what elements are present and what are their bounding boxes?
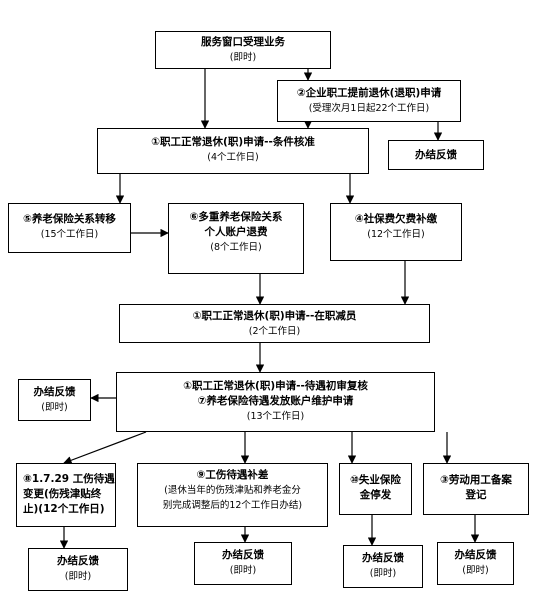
injury-change-box: ⑧1.7.29 工伤待遇 变更(伤残津贴终 止)(12个工作日) — [16, 463, 116, 527]
injury-change-line-1: ⑧1.7.29 工伤待遇 — [23, 473, 115, 485]
pension-transfer-title: ⑤养老保险关系转移 — [23, 213, 116, 225]
arrears-title: ④社保费欠费补缴 — [354, 213, 438, 225]
early-retire-box: ②企业职工提前退休(退职)申请 (受理次月1日起22个工作日) — [277, 80, 461, 122]
feedback-left-time: (即时) — [41, 402, 68, 413]
feedback-bottom-4-title: 办结反馈 — [454, 549, 497, 561]
service-window-title: 服务窗口受理业务 — [201, 36, 285, 48]
injury-diff-box: ⑨工伤待遇补差 (退休当年的伤残津贴和养老金分 别完成调整后的12个工作日办结) — [137, 463, 328, 527]
feedback-bottom-2-time: (即时) — [229, 565, 257, 576]
labor-record-line-1: ③劳动用工备案 — [440, 474, 512, 486]
unemployment-line-2: 金停发 — [359, 489, 392, 501]
multi-refund-title-1: ⑥多重养老保险关系 — [189, 211, 283, 223]
review-title-2: ⑦养老保险待遇发放账户维护申请 — [197, 395, 354, 407]
feedback-bottom-1-time: (即时) — [64, 571, 92, 582]
feedback-bottom-2-title: 办结反馈 — [222, 549, 264, 561]
injury-diff-line-1: (退休当年的伤残津贴和养老金分 — [164, 485, 301, 496]
feedback-bottom-3-title: 办结反馈 — [362, 552, 404, 564]
labor-record-box: ③劳动用工备案 登记 — [423, 463, 529, 515]
feedback-left-title: 办结反馈 — [33, 386, 76, 398]
early-retire-time: (受理次月1日起22个工作日) — [308, 103, 430, 114]
unemployment-line-1: ⑩失业保险 — [350, 474, 401, 486]
feedback-bottom-1-title: 办结反馈 — [57, 555, 99, 567]
arrears-box: ④社保费欠费补缴 (12个工作日) — [330, 203, 462, 261]
feedback-bottom-4-time: (即时) — [462, 565, 489, 576]
arrow-review-to-injury-change — [63, 431, 147, 465]
feedback-bottom-2-box: 办结反馈 (即时) — [194, 542, 292, 585]
multi-refund-time: (8个工作日) — [210, 242, 262, 253]
reduce-staff-title: ①职工正常退休(职)申请--在职减员 — [192, 310, 357, 322]
labor-record-line-2: 登记 — [465, 489, 487, 501]
service-window-time: (即时) — [229, 52, 257, 63]
feedback-top-title: 办结反馈 — [415, 149, 457, 161]
feedback-top-box: 办结反馈 — [388, 140, 484, 170]
feedback-bottom-3-box: 办结反馈 (即时) — [343, 545, 423, 588]
injury-diff-line-2: 别完成调整后的12个工作日办结) — [162, 500, 303, 511]
review-title-1: ①职工正常退休(职)申请--待遇初审复核 — [183, 380, 368, 392]
review-box: ①职工正常退休(职)申请--待遇初审复核 ⑦养老保险待遇发放账户维护申请 (13… — [116, 372, 435, 432]
review-time: (13个工作日) — [246, 411, 305, 422]
reduce-staff-box: ①职工正常退休(职)申请--在职减员 (2个工作日) — [119, 304, 430, 343]
multi-refund-title-2: 个人账户退费 — [204, 226, 268, 238]
unemployment-box: ⑩失业保险 金停发 — [339, 463, 412, 515]
injury-diff-title: ⑨工伤待遇补差 — [196, 469, 269, 481]
arrears-time: (12个工作日) — [367, 229, 425, 240]
injury-change-line-2: 变更(伤残津贴终 — [23, 488, 102, 500]
feedback-bottom-3-time: (即时) — [369, 568, 397, 579]
service-window-box: 服务窗口受理业务 (即时) — [155, 31, 331, 69]
feedback-bottom-4-box: 办结反馈 (即时) — [437, 542, 514, 585]
multi-refund-box: ⑥多重养老保险关系 个人账户退费 (8个工作日) — [168, 203, 304, 274]
pension-transfer-time: (15个工作日) — [40, 229, 99, 240]
normal-retire-check-time: (4个工作日) — [207, 152, 259, 163]
early-retire-title: ②企业职工提前退休(退职)申请 — [296, 87, 442, 99]
pension-transfer-box: ⑤养老保险关系转移 (15个工作日) — [8, 203, 131, 253]
normal-retire-check-box: ①职工正常退休(职)申请--条件核准 (4个工作日) — [97, 128, 369, 174]
injury-change-line-3: 止)(12个工作日) — [23, 503, 105, 515]
normal-retire-check-title: ①职工正常退休(职)申请--条件核准 — [151, 136, 315, 148]
feedback-left-box: 办结反馈 (即时) — [18, 379, 91, 421]
reduce-staff-time: (2个工作日) — [248, 326, 301, 337]
feedback-bottom-1-box: 办结反馈 (即时) — [28, 548, 128, 591]
